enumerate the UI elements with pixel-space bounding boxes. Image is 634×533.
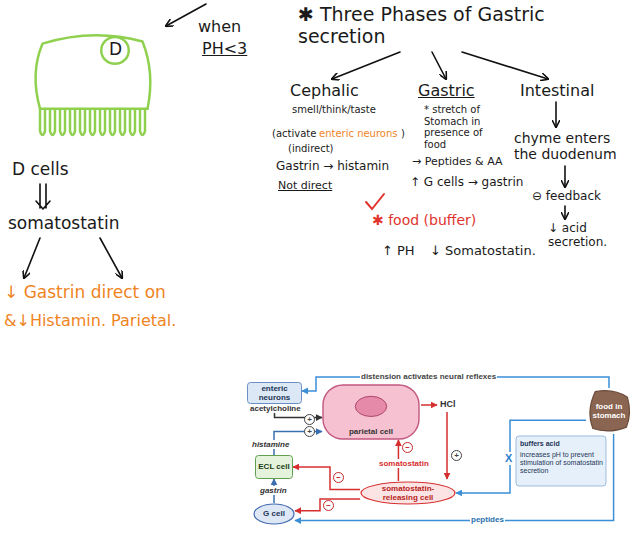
handwritten-note: (activate (272, 128, 316, 140)
cell-label: food in stomach (589, 402, 629, 420)
handwritten-note: when (198, 18, 241, 36)
cell-label: parietal cell (322, 427, 420, 436)
handwritten-note: ⊖ feedback (532, 190, 601, 204)
figure-note: increases pH to prevent stimulation of s… (520, 451, 604, 475)
cell-box: parietal cell (322, 384, 420, 440)
note-panel (516, 436, 606, 486)
cell-box: G cell (253, 503, 295, 525)
stimulus-arrow (446, 412, 448, 479)
handwritten-note: ✱ food (buffer) (372, 212, 476, 228)
cell-box: enteric neurons (247, 382, 302, 404)
handwritten-note: ↓ Gastrin direct on (4, 283, 166, 303)
check-mark (366, 194, 384, 209)
handwritten-note: somatostatin (8, 214, 119, 234)
handwritten-note: * stretch of Stomach in presence of food (424, 104, 504, 150)
sign-symbol: − (323, 500, 334, 511)
handwritten-note: enteric neurons (319, 128, 398, 140)
connector-label: acetylcholine (249, 404, 302, 413)
sign-symbol: + (304, 414, 315, 425)
heading: ✱ Three Phases of Gastric secretion (298, 4, 620, 48)
box-outline (248, 383, 302, 404)
branch-arrow (432, 52, 446, 79)
handwritten-note: ↑ PH (382, 244, 415, 259)
cell-outline (30, 28, 155, 140)
step-arrow (555, 102, 557, 127)
handwritten-note: ) (401, 128, 405, 140)
branch-arrow (100, 238, 122, 278)
cell-label: D (109, 40, 155, 60)
branch-arrow (462, 52, 548, 79)
cell-label: G cell (255, 509, 293, 518)
handwritten-note: Not direct (278, 180, 332, 193)
handwritten-note: smell/think/taste (292, 104, 376, 116)
cell-label: enteric neurons (249, 384, 300, 402)
handwritten-note: PH<3 (202, 40, 247, 58)
handwritten-note: Gastrin → histamin (276, 160, 389, 174)
handwritten-note: ↓ acid secretion. (548, 222, 630, 250)
handwritten-note: Cephalic (290, 82, 359, 100)
branch-arrow (332, 52, 400, 79)
connector-arrow (295, 499, 360, 511)
handwritten-note: ↓ Somatostatin. (430, 244, 536, 259)
implies-arrow (36, 184, 50, 209)
sign-symbol: − (333, 472, 344, 483)
branch-arrow (24, 238, 40, 278)
sign-symbol: + (451, 450, 462, 461)
cell-label: ECL cell (257, 462, 291, 471)
cell-label: somatostatin-releasing cell (368, 484, 448, 502)
handwritten-note: &↓Histamin. Parietal. (4, 312, 176, 330)
handwritten-note: Intestinal (520, 82, 594, 100)
microvilli (40, 109, 148, 135)
block-mark: X (505, 452, 512, 465)
connector-label: histamine (251, 440, 290, 449)
handwritten-note: ↑ G cells → gastrin (410, 176, 523, 190)
connector-label: gastrin (259, 486, 288, 495)
cell-outline (323, 385, 419, 439)
secretion-arrow (421, 404, 437, 406)
cell-box: food in stomach (586, 388, 632, 434)
handwritten-note: chyme enters the duodenum (514, 130, 630, 162)
handwritten-note: (indirect) (288, 143, 334, 155)
oval-outline (361, 482, 455, 504)
connector-label: peptides (470, 515, 505, 524)
cell-sketch (36, 35, 151, 135)
cell-drawing: D (30, 28, 155, 140)
connector-arrow (295, 434, 614, 521)
box-outline (256, 456, 293, 479)
connector-label: somatostatin (378, 459, 430, 468)
handwritten-note: → Peptides & AA (412, 156, 502, 169)
step-arrow (564, 166, 566, 187)
cell-box: somatostatin-releasing cell (360, 481, 456, 505)
chemical-label: HCl (440, 399, 456, 409)
sign-symbol: − (402, 442, 413, 453)
connector-arrow (293, 467, 360, 489)
handwritten-note: D cells (12, 160, 69, 180)
handwritten-note: Gastric (418, 82, 475, 100)
oval-outline (254, 504, 294, 524)
nucleus (355, 396, 386, 416)
sign-symbol: + (304, 426, 315, 437)
figure-note: buffers acid (520, 440, 604, 448)
step-arrow (564, 206, 566, 219)
food-blob (590, 391, 630, 431)
connector-label: distension activates neural reflexes (360, 372, 497, 381)
cell-box: ECL cell (255, 455, 293, 479)
cell-membrane (36, 35, 151, 108)
